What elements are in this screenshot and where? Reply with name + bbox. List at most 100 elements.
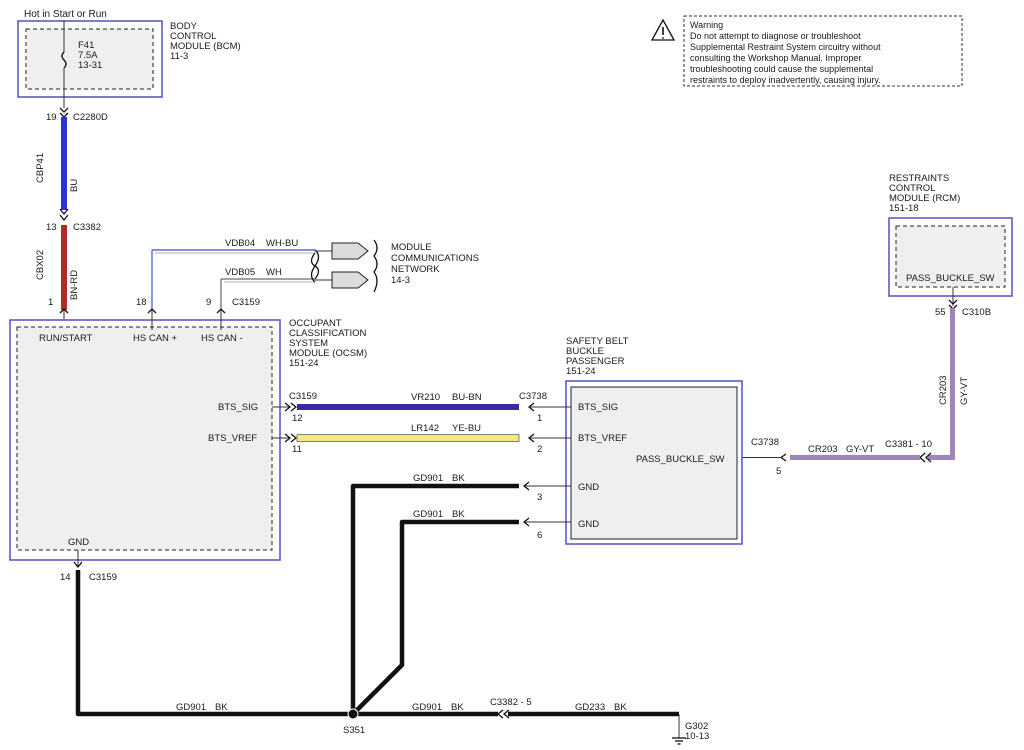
c3159-sig-connector-icon (284, 402, 298, 412)
bcm-label-3: MODULE (BCM) (170, 41, 241, 52)
warning-exclaim-dot (662, 37, 664, 39)
buckle-inner (570, 386, 738, 540)
wire-vdb05-id: VDB05 (225, 267, 255, 278)
ocsm-pin-run-start: RUN/START (39, 333, 93, 344)
wire-vr210 (297, 404, 519, 410)
rcm-label-3: MODULE (RCM) (889, 193, 960, 204)
buckle-pin-gnd-2: GND (578, 519, 599, 530)
c3159-gnd-connector-icon (73, 561, 83, 569)
c3382-connector-icon (59, 208, 69, 222)
buckle-label-1: SAFETY BELT (566, 336, 629, 347)
c3738-sw-label: C3738 (751, 437, 779, 448)
buckle-label-4: 151-24 (566, 366, 596, 377)
rcm-pin-label: PASS_BUCKLE_SW (906, 273, 995, 284)
network-label-3: NETWORK (391, 264, 440, 275)
warning-line-6: restraints to deploy inadvertently, caus… (690, 75, 881, 85)
wire-gd901-bl-id: GD901 (176, 702, 206, 713)
wire-vdb04-color: WH-BU (266, 238, 298, 249)
c3382-gnd-connector-icon (496, 709, 510, 719)
buckle-gnd2-pin: 6 (537, 530, 542, 541)
ocsm-label-4: MODULE (OCSM) (289, 348, 367, 359)
buckle-pin-bts-sig: BTS_SIG (578, 402, 618, 413)
wire-lr142-id: LR142 (411, 423, 439, 434)
c3159-top-label: C3159 (232, 297, 260, 308)
wire-gd233-color: BK (614, 702, 627, 713)
fuse-icon (61, 51, 67, 69)
ocsm-pin-hs-can-plus: HS CAN + (133, 333, 178, 344)
buckle-pin-gnd-1: GND (578, 482, 599, 493)
wire-cr203-h-color: GY-VT (846, 444, 874, 455)
ocsm-label-5: 151-24 (289, 358, 319, 369)
wire-gd901-br-id: GD901 (412, 702, 442, 713)
c2280d-pin: 19 (46, 112, 57, 123)
wire-cr203-v-id: CR203 (938, 375, 949, 405)
wire-gd901-mid-id: GD901 (413, 509, 443, 520)
rcm-inner (895, 225, 1006, 288)
wire-cbx02-id: CBX02 (35, 250, 46, 280)
supply-label: Hot in Start or Run (24, 9, 107, 20)
ocsm-inner (16, 326, 273, 551)
wire-cbp41 (61, 117, 67, 210)
buckle-pin-pass-buckle-sw: PASS_BUCKLE_SW (636, 454, 725, 465)
ocsm-pin-bts-sig: BTS_SIG (218, 402, 258, 413)
warning-box (683, 15, 963, 87)
ocsm-can-plus-pin: 18 (136, 297, 147, 308)
wire-gd901-mid-color: BK (452, 509, 465, 520)
wire-cbx02-color: BN-RD (69, 270, 80, 300)
network-brace-icon (373, 239, 378, 293)
rcm-pin: 55 (935, 307, 946, 318)
bcm-label-4: 11-3 (170, 51, 188, 62)
buckle-label-2: BUCKLE (566, 346, 604, 357)
network-label-1: MODULE (391, 242, 432, 253)
ground-ref: 10-13 (685, 731, 709, 742)
twisted-pair-icon (310, 249, 320, 283)
wire-gd233-id: GD233 (575, 702, 605, 713)
buckle-label-3: PASSENGER (566, 356, 625, 367)
ocsm-label-3: SYSTEM (289, 338, 328, 349)
buckle-pin-bts-vref: BTS_VREF (578, 433, 627, 444)
wire-vr210-color: BU-BN (452, 392, 482, 403)
wire-cr203-horizontal (790, 455, 920, 460)
buckle-sig-pin: 1 (537, 413, 542, 424)
wire-lr142 (296, 434, 520, 442)
c310b-label: C310B (962, 307, 991, 318)
fuse-ref: 13-31 (78, 60, 102, 71)
warning-triangle-icon (650, 18, 676, 41)
fuse-name: F41 (78, 40, 94, 51)
ocsm-run-pin: 1 (48, 297, 53, 308)
ocsm-gnd-pin: 14 (60, 572, 71, 583)
bcm-label-1: BODY (170, 21, 198, 32)
ocsm-pin-gnd: GND (68, 537, 89, 548)
network-label-4: 14-3 (391, 275, 410, 286)
buckle-sw-pin: 5 (776, 466, 781, 477)
wire-gd901-top (350, 483, 519, 712)
splice-s351-dot (347, 708, 359, 720)
ocsm-pin-bts-vref: BTS_VREF (208, 433, 257, 444)
c3381-label: C3381 - 10 (885, 439, 932, 450)
ground-label: G302 (685, 721, 708, 732)
wire-gd901-br-color: BK (451, 702, 464, 713)
warning-line-1: Warning (690, 20, 723, 30)
warning-line-5: troubleshooting could cause the suppleme… (690, 64, 873, 74)
ocsm-can-minus-pin: 9 (206, 297, 211, 308)
wire-vdb05-color: WH (266, 267, 282, 278)
rcm-label-2: CONTROL (889, 183, 935, 194)
c3382-pin: 13 (46, 222, 57, 233)
wire-lr142-color: YE-BU (452, 423, 481, 434)
ocsm-label-1: OCCUPANT (289, 318, 342, 329)
c3159-sig-label: C3159 (289, 391, 317, 402)
network-connector-2-icon (331, 271, 369, 289)
wire-cr203-v-color: GY-VT (959, 377, 970, 405)
splice-s351-label: S351 (343, 725, 365, 736)
c3382-gnd-label: C3382 - 5 (490, 697, 532, 708)
bcm-inner (25, 28, 154, 90)
ocsm-label-2: CLASSIFICATION (289, 328, 367, 339)
bcm-label-2: CONTROL (170, 31, 216, 42)
warning-line-2: Do not attempt to diagnose or troublesho… (690, 31, 861, 41)
warning-line-3: Supplemental Restraint System circuitry … (690, 42, 881, 52)
wire-cr203-horizontal-right (928, 455, 955, 460)
wire-gd901-bottom-left (75, 570, 353, 717)
wire-gd901-top-id: GD901 (413, 473, 443, 484)
wire-cbx02 (61, 225, 67, 310)
